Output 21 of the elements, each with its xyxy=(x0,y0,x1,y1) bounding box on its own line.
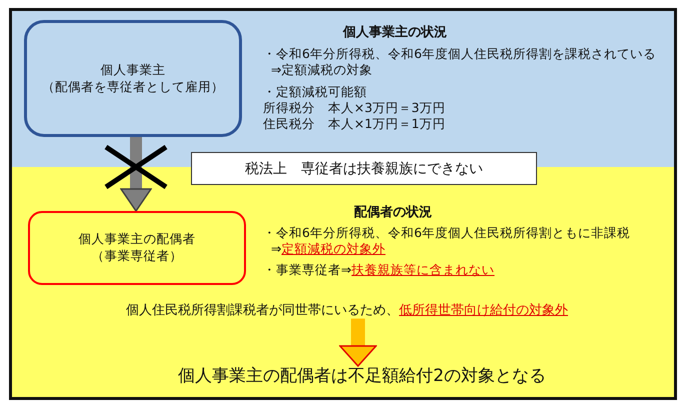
section-heading: 配偶者の状況 xyxy=(354,205,432,220)
block-arrow xyxy=(339,318,377,367)
amount-text: 所得税分 本人×3万円＝3万円 xyxy=(263,100,446,115)
bullet-text: ・令和6年分所得税、令和6年度個人住民税所得割を課税されている xyxy=(263,46,656,61)
result-text: ⇒定額減税の対象 xyxy=(271,62,372,77)
bullet-text: ・定額減税可能額 xyxy=(263,84,367,99)
box-title: 個人事業主の配偶者 xyxy=(78,231,196,248)
section-heading: 個人事業主の状況 xyxy=(343,25,447,40)
bullet-text: ・事業専従者⇒扶養親族等に含まれない xyxy=(263,262,494,277)
box-subtitle: （事業専従者） xyxy=(92,248,182,265)
conclusion-text: 個人事業主の配偶者は不足額給付2の対象となる xyxy=(178,366,546,386)
reason-text: 個人住民税所得割課税者が同世帯にいるため、低所得世帯向け給付の対象外 xyxy=(126,303,568,319)
bullet-text: ・令和6年分所得税、令和6年度個人住民税所得割ともに非課税 xyxy=(263,225,630,240)
amount-text: 住民税分 本人×1万円＝1万円 xyxy=(263,116,446,131)
employer-box xyxy=(24,20,242,137)
result-text: ⇒定額減税の対象外 xyxy=(271,241,386,256)
spouse-box xyxy=(28,211,246,285)
block-arrow xyxy=(120,137,152,212)
box-subtitle: （配偶者を専従者として雇用） xyxy=(42,78,224,96)
note-box: 税法上 専従者は扶養親族にできない xyxy=(191,152,537,185)
box-title: 個人事業主 xyxy=(100,62,166,78)
